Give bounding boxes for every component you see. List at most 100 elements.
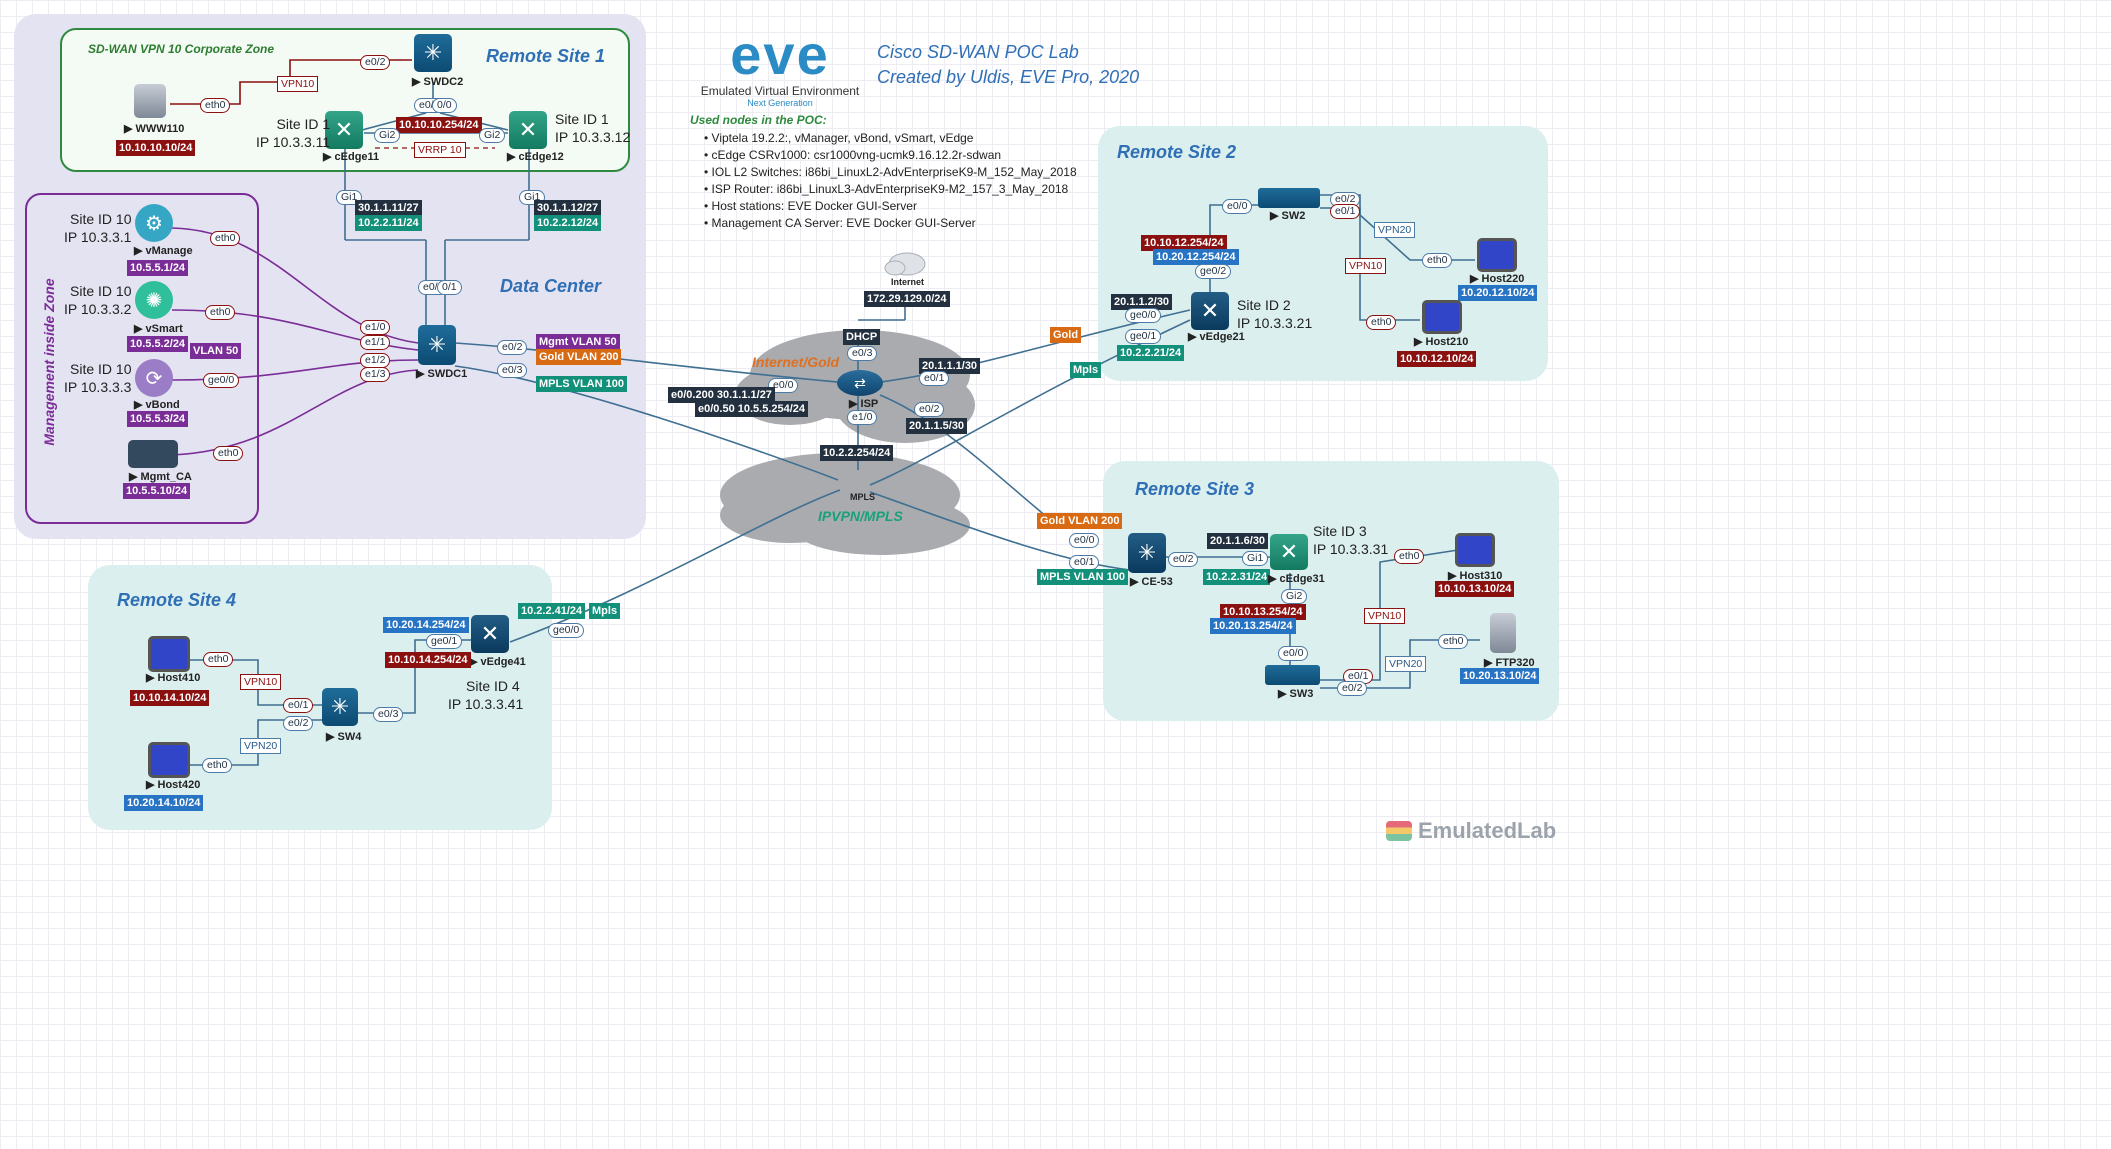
port-vedge21-ge02: ge0/2 — [1195, 264, 1232, 279]
eve-logo-subtitle2: Next Generation — [747, 98, 813, 108]
cedge11-router-icon[interactable]: ✕ — [325, 111, 363, 149]
vmanage-icon[interactable]: ⚙ — [135, 204, 173, 242]
cedge31-mpls-ip: 10.2.2.31/24 — [1203, 569, 1271, 585]
swdc1-label: ▶ SWDC1 — [416, 368, 468, 380]
sw3-blue-ip: 10.20.13.254/24 — [1210, 618, 1296, 634]
sw4-switch-icon[interactable]: ✳ — [322, 688, 358, 726]
vpn10-zone-title: SD-WAN VPN 10 Corporate Zone — [88, 42, 275, 56]
port-ftp320-eth0: eth0 — [1438, 634, 1469, 649]
mgmt-ca-workstation-icon[interactable] — [128, 440, 178, 468]
port-swdc2-e02: e0/2 — [360, 55, 391, 70]
vedge41-router-icon[interactable]: ✕ — [471, 615, 509, 653]
remote-site-4-title: Remote Site 4 — [117, 590, 237, 610]
port-sw3-e00: e0/0 — [1278, 646, 1309, 661]
swdc2-switch-icon[interactable]: ✳ — [414, 34, 452, 72]
cedge31-wan-ip: 20.1.1.6/30 — [1207, 533, 1269, 549]
cedge12-router-icon[interactable]: ✕ — [509, 111, 547, 149]
vedge41-mpls-ip: 10.2.2.41/24 — [518, 603, 586, 619]
port-host420-eth0: eth0 — [202, 758, 233, 773]
internet-gold-label: Internet/Gold — [752, 354, 840, 370]
www110-server-icon[interactable] — [134, 84, 166, 118]
eve-logo-word: eve — [730, 23, 830, 86]
used-node-item: • Host stations: EVE Docker GUI-Server — [704, 199, 917, 213]
vsmart-label: ▶ vSmart — [134, 323, 183, 335]
port-cedge31-gi1: Gi1 — [1242, 551, 1269, 566]
eve-logo: eve Emulated Virtual Environment Next Ge… — [700, 23, 860, 109]
port-sw2-e00: e0/0 — [1222, 199, 1253, 214]
cedge12-mpls-ip: 10.2.2.12/24 — [534, 215, 602, 231]
vmanage-label: ▶ vManage — [134, 245, 193, 257]
ftp320-server-icon[interactable] — [1490, 613, 1516, 653]
host310-ip: 10.10.13.10/24 — [1435, 581, 1515, 597]
port-vedge41-ge00: ge0/0 — [548, 623, 585, 638]
host420-pc-icon[interactable] — [148, 742, 190, 778]
sw3-switch-icon[interactable] — [1265, 665, 1320, 685]
port-vedge41-ge01: ge0/1 — [426, 634, 463, 649]
isp-dhcp-label: DHCP — [843, 329, 881, 345]
port-swdc1-e11: e1/1 — [360, 335, 391, 350]
mpls-gateway-ip: 10.2.2.254/24 — [820, 445, 894, 461]
vsmart-icon[interactable]: ✺ — [135, 281, 173, 319]
port-ce53-e02: e0/2 — [1168, 552, 1199, 567]
isp-subif-1: e0/0.200 30.1.1.1/27 — [668, 387, 775, 403]
sw2-label: ▶ SW2 — [1270, 210, 1306, 222]
port-sw2-e01: e0/1 — [1330, 204, 1361, 219]
swdc1-switch-icon[interactable]: ✳ — [418, 325, 456, 365]
port-swdc1-e02: e0/2 — [497, 340, 528, 355]
ce53-mpls-vlan: MPLS VLAN 100 — [1037, 569, 1128, 585]
port-host310-eth0: eth0 — [1394, 549, 1425, 564]
port-host220-eth0: eth0 — [1422, 253, 1453, 268]
internet-network-label: 172.29.129.0/24 — [864, 291, 950, 307]
vpn20-label-s4: VPN20 — [240, 738, 282, 754]
sw4-red-ip: 10.10.14.254/24 — [385, 652, 471, 668]
port-mgmtca-eth0: eth0 — [213, 446, 244, 461]
cedge11-mpls-ip: 10.2.2.11/24 — [355, 215, 422, 231]
cedge11-label: ▶ cEdge11 — [323, 151, 380, 163]
port-www110-eth0: eth0 — [200, 98, 231, 113]
gold-vlan-label: Gold VLAN 200 — [536, 349, 622, 365]
host310-label: ▶ Host310 — [1448, 570, 1503, 582]
port-ce53-e01: e0/1 — [1069, 555, 1100, 570]
host220-ip: 10.20.12.10/24 — [1458, 285, 1538, 301]
mpls-cloud-label: MPLS — [850, 492, 876, 502]
stack-icon — [1386, 821, 1412, 841]
gold-link-label: Gold — [1050, 327, 1082, 343]
port-isp-e10: e1/0 — [847, 410, 878, 425]
cedge31-router-icon[interactable]: ✕ — [1270, 534, 1308, 570]
ce53-gold-vlan: Gold VLAN 200 — [1037, 513, 1123, 529]
port-swdc1-e03: e0/3 — [497, 363, 528, 378]
swdc2-label: ▶ SWDC2 — [412, 76, 464, 88]
host220-label: ▶ Host220 — [1470, 273, 1525, 285]
port-swdc1-e10: e1/0 — [360, 320, 391, 335]
ce53-switch-icon[interactable]: ✳ — [1128, 533, 1166, 573]
sw2-switch-icon[interactable] — [1258, 188, 1320, 208]
www110-label: ▶ WWW110 — [124, 123, 185, 135]
ftp320-ip: 10.20.13.10/24 — [1460, 668, 1540, 684]
vbond-icon[interactable]: ⟳ — [135, 359, 173, 397]
sw4-blue-ip: 10.20.14.254/24 — [383, 617, 469, 633]
vlan50-label: VLAN 50 — [190, 343, 242, 359]
port-sw3-e02: e0/2 — [1337, 681, 1368, 696]
isp-router-icon[interactable]: ⇄ — [837, 370, 883, 396]
host220-pc-icon[interactable] — [1477, 238, 1517, 272]
vbond-ip: 10.5.5.3/24 — [127, 411, 189, 427]
mgmt-zone — [25, 193, 259, 524]
vsmart-ip: 10.5.5.2/24 — [127, 336, 189, 352]
port-vmanage-eth0: eth0 — [210, 231, 241, 246]
port-cedge31-gi2: Gi2 — [1281, 589, 1308, 604]
remote-site-1-title: Remote Site 1 — [486, 46, 606, 66]
host310-pc-icon[interactable] — [1455, 533, 1495, 567]
vedge21-mpls-ip: 10.2.2.21/24 — [1117, 345, 1185, 361]
host210-pc-icon[interactable] — [1422, 300, 1462, 334]
internet-label: Internet — [891, 277, 925, 287]
sw3-red-ip: 10.10.13.254/24 — [1220, 604, 1306, 620]
vedge21-router-icon[interactable]: ✕ — [1191, 292, 1229, 330]
port-swdc1-e12: e1/2 — [360, 353, 391, 368]
used-node-item: • Viptela 19.2.2:, vManager, vBond, vSma… — [704, 131, 974, 145]
host410-pc-icon[interactable] — [148, 636, 190, 672]
port-ce53-e00: e0/0 — [1069, 533, 1100, 548]
